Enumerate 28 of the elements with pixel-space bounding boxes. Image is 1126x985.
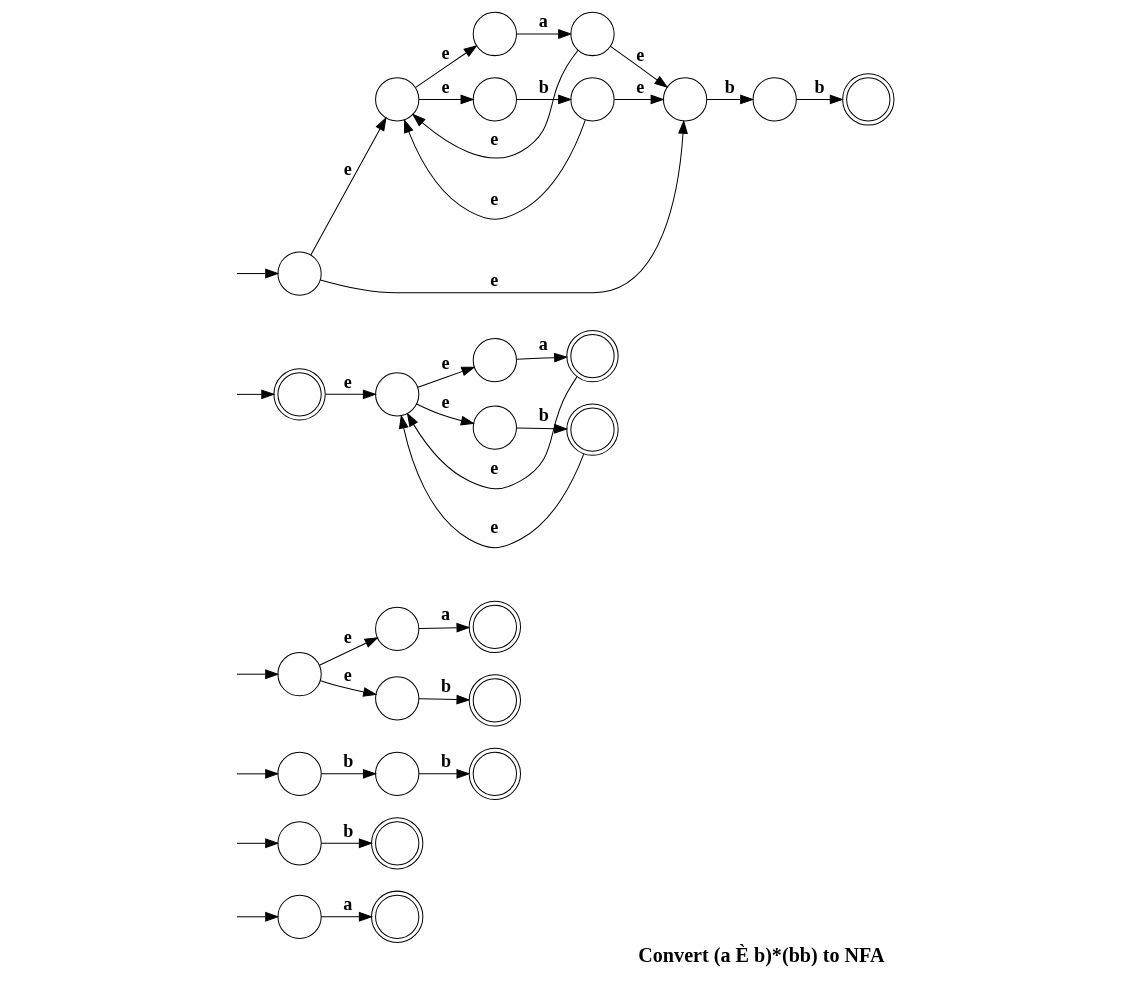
edge-label: e xyxy=(635,76,644,97)
edge-label: e xyxy=(441,42,450,63)
edge-label: b xyxy=(724,76,735,97)
edge-label: a xyxy=(538,334,548,355)
edge-label: e xyxy=(489,188,498,209)
edge-label: b xyxy=(342,820,353,841)
edge-label: e xyxy=(343,664,352,685)
edge-label: e xyxy=(489,129,498,150)
edge-label: e xyxy=(441,352,450,373)
edge-label: e xyxy=(343,627,352,648)
edge-label: e xyxy=(343,159,352,180)
edge-label: e xyxy=(489,458,498,479)
edge-label: b xyxy=(440,675,451,696)
edge-label: e xyxy=(343,371,352,392)
edge-label: a xyxy=(342,894,352,915)
edge-label: b xyxy=(342,751,353,772)
edge-label: e xyxy=(635,44,644,65)
edge-label: e xyxy=(441,76,450,97)
edge-label: a xyxy=(440,604,450,625)
edge-label: b xyxy=(813,76,825,97)
edge-label: b xyxy=(440,751,451,772)
edge-label: e xyxy=(441,391,450,412)
caption: Convert (a È b)*(bb) to NFA xyxy=(637,943,884,966)
edge-label: e xyxy=(489,516,498,537)
edge-label: b xyxy=(538,76,549,97)
edge-label: a xyxy=(538,11,548,32)
edge-label: b xyxy=(538,404,549,425)
edge-label: e xyxy=(489,270,498,291)
